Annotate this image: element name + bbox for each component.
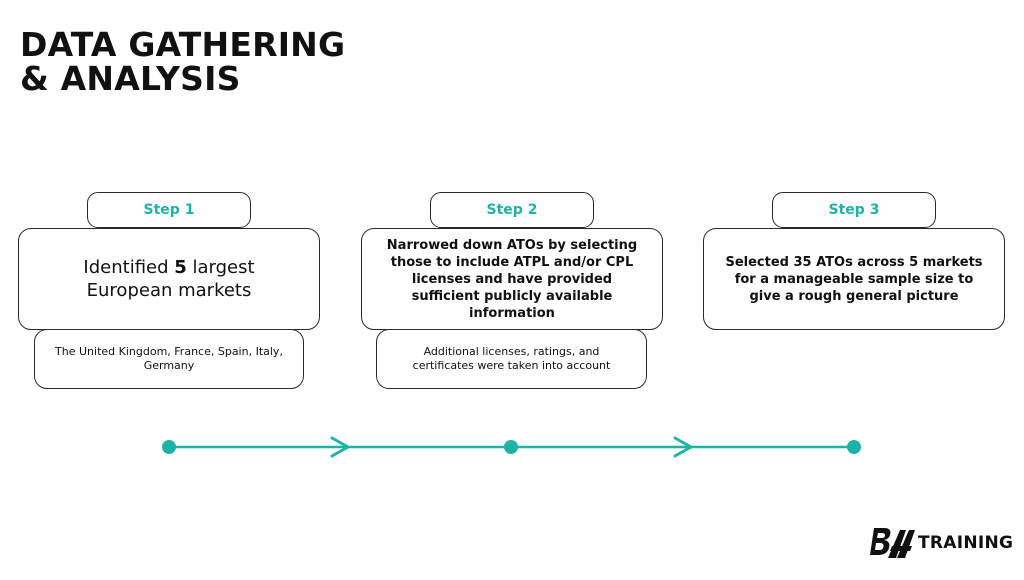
brand-logo-text: TRAINING — [918, 533, 1014, 553]
timeline-arrow-2-icon — [673, 436, 693, 458]
step-2-detail-text: Additional licenses, ratings, and certif… — [412, 345, 611, 372]
step-3-main-text: Selected 35 ATOs across 5 markets for a … — [725, 254, 983, 304]
step-2-label: Step 2 — [430, 192, 594, 228]
page-title-line-2: & ANALYSIS — [20, 59, 241, 98]
page-title: DATA GATHERING & ANALYSIS — [20, 28, 345, 96]
brand-logo: TRAINING — [870, 524, 1013, 562]
page-title-line-1: DATA GATHERING — [20, 25, 346, 64]
step-1-main-box: Identified 5 largest European markets — [18, 228, 320, 330]
step-1-main-text: Identified 5 largest European markets — [83, 257, 255, 301]
step-2-main-text: Narrowed down ATOs by selecting those to… — [386, 237, 638, 321]
step-3-main-box: Selected 35 ATOs across 5 markets for a … — [703, 228, 1005, 330]
timeline-node-3 — [847, 440, 861, 454]
timeline-arrow-1-icon — [330, 436, 350, 458]
step-3-label: Step 3 — [772, 192, 936, 228]
timeline-node-2 — [504, 440, 518, 454]
step-1-detail-box: The United Kingdom, France, Spain, Italy… — [34, 329, 304, 389]
step-2-main-box: Narrowed down ATOs by selecting those to… — [361, 228, 663, 330]
step-1-detail-text: The United Kingdom, France, Spain, Italy… — [55, 345, 283, 372]
brand-mark-icon — [870, 528, 915, 558]
step-1-label: Step 1 — [87, 192, 251, 228]
timeline-node-1 — [162, 440, 176, 454]
step-2-detail-box: Additional licenses, ratings, and certif… — [376, 329, 647, 389]
